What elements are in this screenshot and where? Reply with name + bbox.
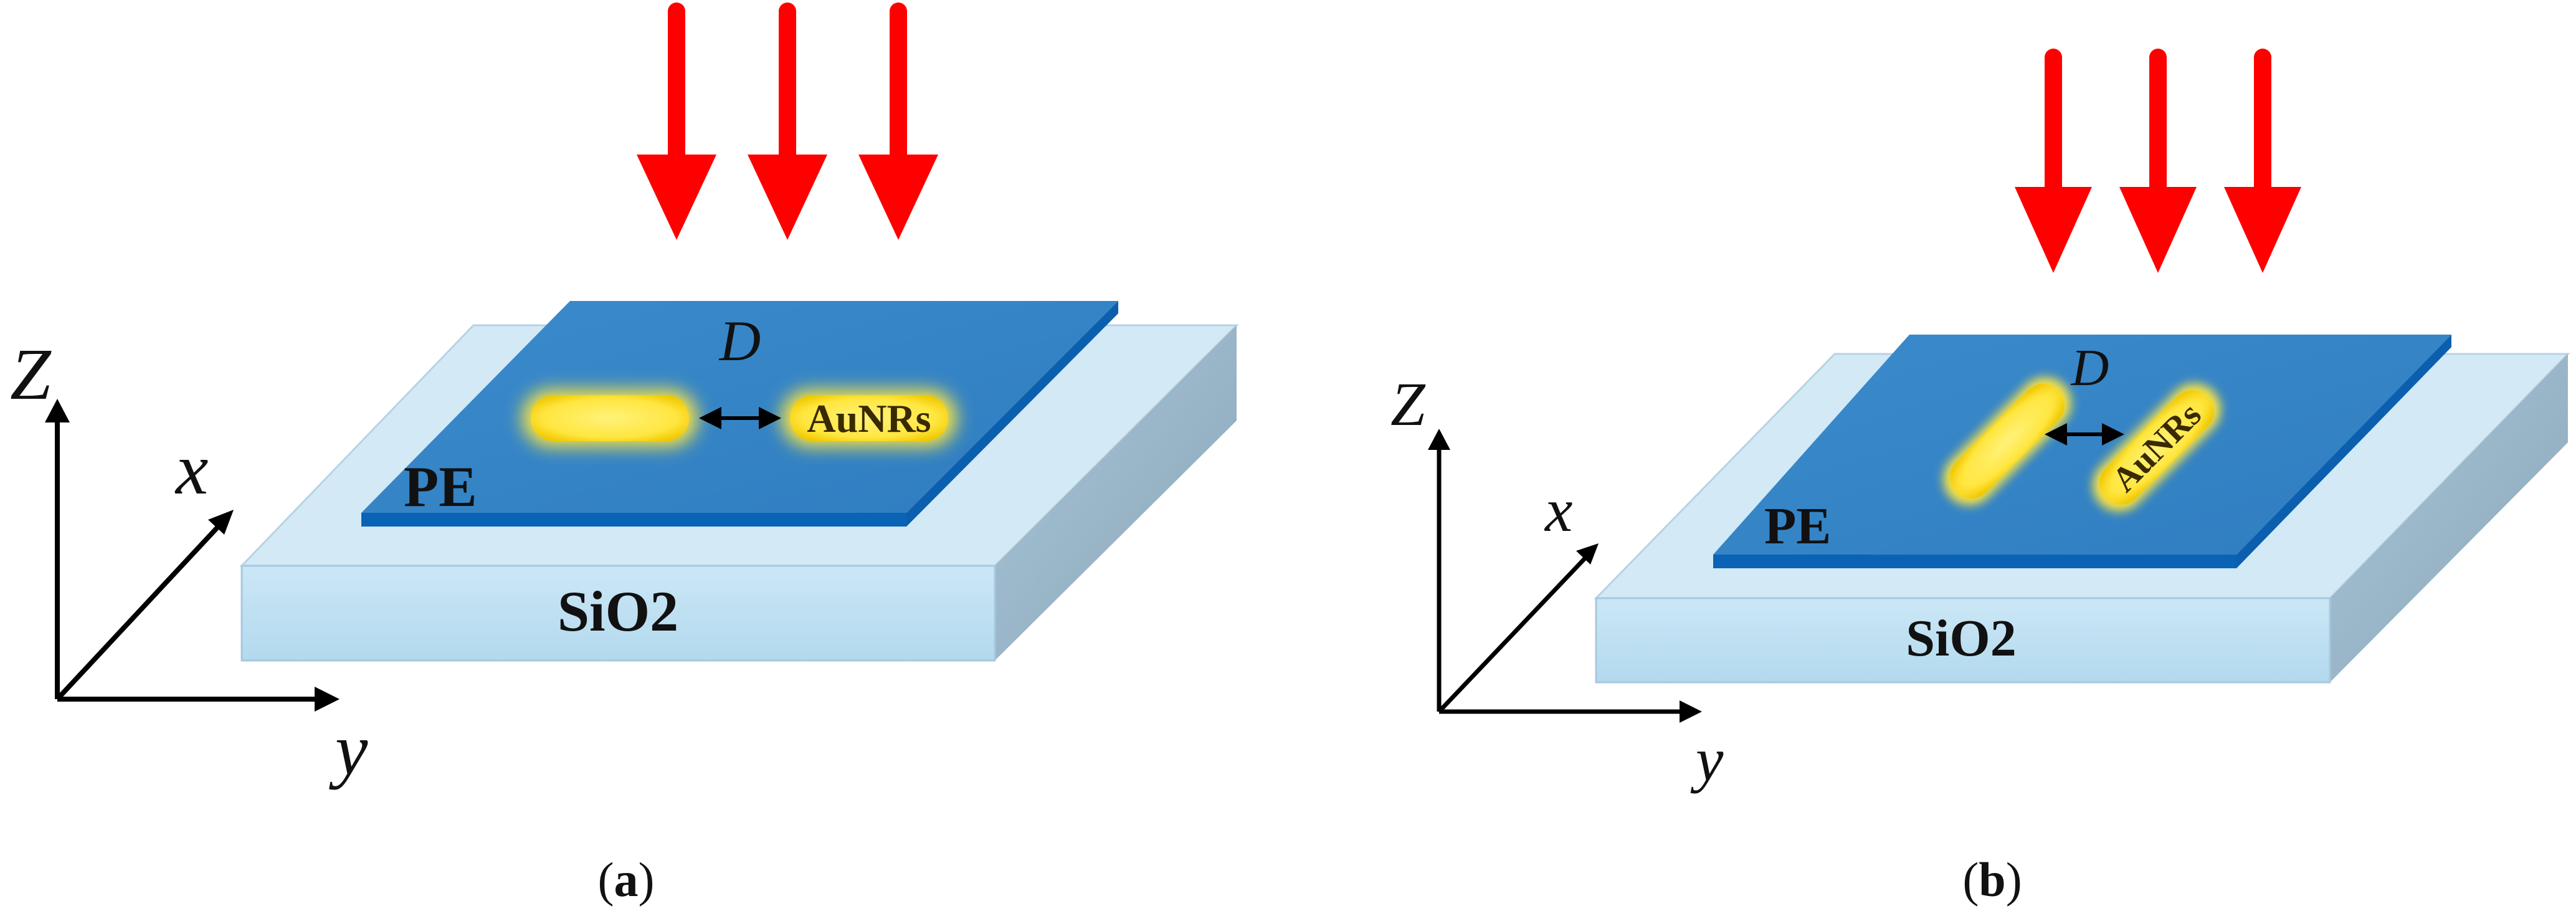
pe-front-face (1713, 555, 2236, 568)
sio2-front-face (240, 565, 996, 662)
sio2-front-face (1595, 597, 2331, 684)
nanorod-left (522, 389, 698, 447)
z-axis-arrowhead (1428, 429, 1450, 450)
coordinate-axes (1428, 429, 1702, 723)
panel-a: AuNRs D PE SiO2 Z x y (a) (10, 2, 1239, 907)
sio2-label: SiO2 (1906, 609, 2016, 667)
pe-side-face (2236, 335, 2451, 568)
coordinate-axes (45, 399, 340, 712)
panel-b-caption: (b) (1962, 852, 2022, 907)
light-arrow-2 (2119, 49, 2197, 273)
nanorod-right: AuNRs (2093, 383, 2221, 512)
y-axis-label: y (329, 708, 368, 790)
incident-light-arrows (2015, 49, 2301, 273)
light-arrow-3 (2224, 49, 2301, 273)
x-axis (1437, 554, 1589, 713)
y-axis-label: y (1690, 725, 1724, 794)
nanorod-label: AuNRs (807, 396, 931, 441)
x-axis-label: x (1544, 475, 1572, 545)
incident-light-arrows (637, 2, 938, 240)
panel-a-caption: (a) (598, 852, 655, 907)
y-axis-arrowhead (1680, 700, 1702, 723)
nanorod-right: AuNRs (781, 389, 957, 447)
x-axis (55, 522, 223, 701)
sio2-label: SiO2 (558, 580, 678, 643)
x-axis-label: x (174, 428, 208, 510)
pe-front-face (361, 513, 906, 527)
sio2-side-face (2330, 354, 2568, 682)
pe-side-face (906, 301, 1118, 527)
gap-label: D (2071, 339, 2109, 397)
x-axis-arrowhead (208, 510, 234, 535)
light-arrow-1 (637, 2, 716, 240)
z-axis-label: Z (10, 333, 52, 415)
light-arrow-1 (2015, 49, 2092, 273)
y-axis-arrowhead (315, 687, 340, 712)
pe-label: PE (404, 455, 477, 518)
light-arrow-2 (748, 2, 827, 240)
z-axis-arrowhead (45, 399, 70, 422)
light-arrow-3 (858, 2, 938, 240)
nanorod-left (1943, 377, 2071, 505)
sio2-side-face (995, 325, 1237, 661)
panel-b: AuNRs D PE SiO2 Z x y (b) (1390, 49, 2570, 907)
x-axis-arrowhead (1576, 543, 1599, 565)
pe-label: PE (1764, 497, 1831, 555)
gap-label: D (718, 309, 761, 373)
z-axis-label: Z (1390, 370, 1426, 439)
